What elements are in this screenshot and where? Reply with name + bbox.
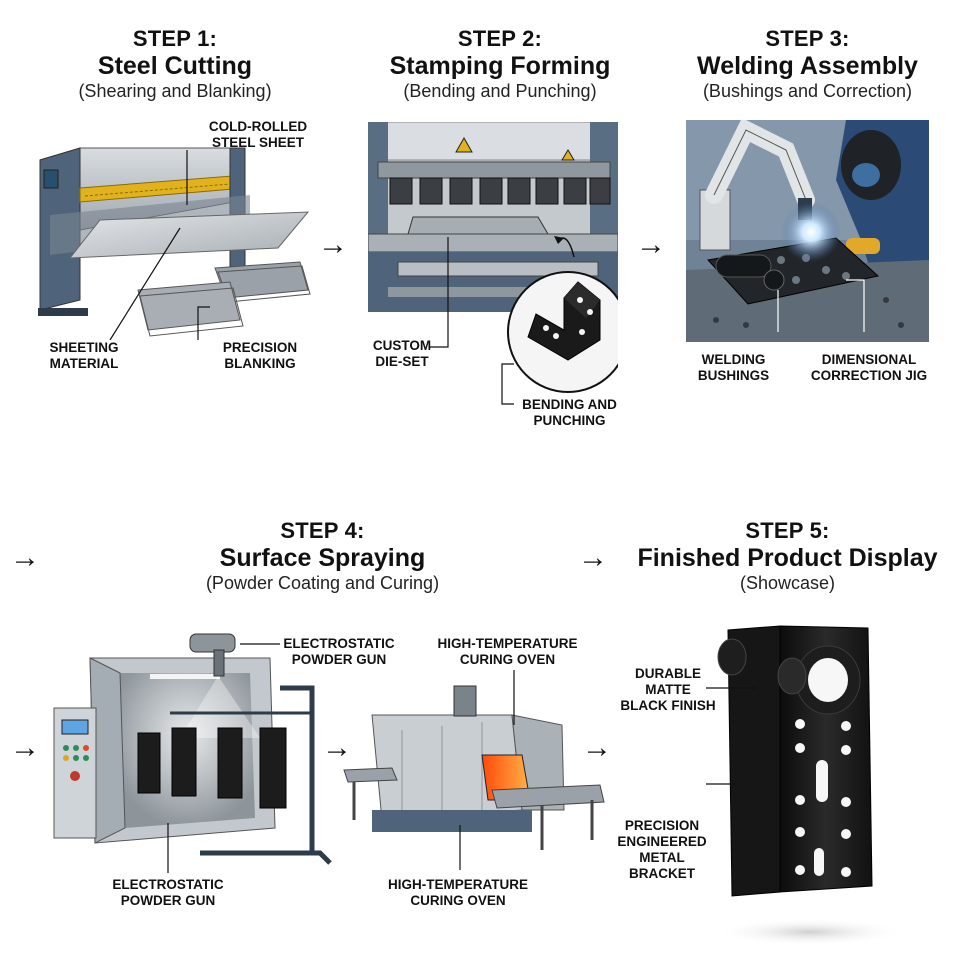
step-4-subtitle: (Powder Coating and Curing) [205,573,440,593]
flow-arrow-oven-product: → [582,731,612,764]
flow-arrow-4-5: → [578,541,608,574]
step-1-number: STEP 1: [132,26,218,51]
finished-bracket-illustration [706,625,900,946]
step-1-header: STEP 1: Steel Cutting (Shearing and Blan… [40,26,310,102]
step-4-title: Surface Spraying [219,544,426,572]
flow-arrow-2-3: → [636,228,666,261]
step-2-number: STEP 2: [457,26,543,51]
step-4-number: STEP 4: [280,518,365,543]
step-3-header: STEP 3: Welding Assembly (Bushings and C… [675,26,940,102]
step-2-subtitle: (Bending and Punching) [403,81,597,101]
step-2-header: STEP 2: Stamping Forming (Bending and Pu… [360,26,640,102]
step-4-header: STEP 4: Surface Spraying (Powder Coating… [170,518,475,594]
flow-arrow-booth-oven: → [322,731,352,764]
step-5-header: STEP 5: Finished Product Display (Showca… [630,518,945,594]
flow-arrow-1-2: → [318,228,348,261]
flow-arrow-row2-start: → [10,541,40,574]
step-1-title: Steel Cutting [97,52,253,80]
step-1-subtitle: (Shearing and Blanking) [78,81,272,101]
press-brake-illustration [368,122,618,405]
step-5-subtitle: (Showcase) [739,573,836,593]
step-2-title: Stamping Forming [389,52,611,80]
shearing-machine-illustration [38,147,311,340]
step-5-title: Finished Product Display [637,544,938,572]
step-3-title: Welding Assembly [697,52,918,80]
flow-arrow-booth-left: → [10,731,40,764]
step-5-number: STEP 5: [745,518,830,543]
curing-oven-illustration [343,670,605,870]
powder-coating-booth-illustration [53,633,332,873]
welding-assembly-illustration [686,120,929,342]
step-3-subtitle: (Bushings and Correction) [702,81,913,101]
step-3-number: STEP 3: [765,26,850,51]
